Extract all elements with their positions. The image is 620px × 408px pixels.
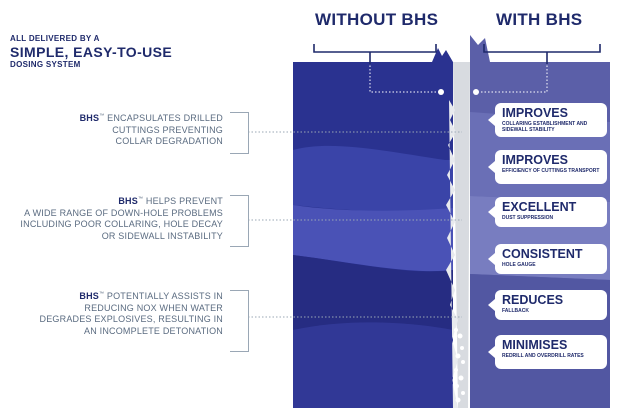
benefit-5-sub: FALLBACK — [502, 308, 529, 314]
without-bhs-header: WITHOUT BHS — [315, 10, 439, 29]
feature-2-tm: ™ — [137, 196, 144, 202]
benefit-2-sub: EFFICIENCY OF CUTTINGS TRANSPORT — [502, 168, 600, 174]
feature-1-tm: ™ — [99, 113, 105, 119]
benefit-5-pointer — [488, 299, 495, 311]
feature-2-line-2: A WIDE RANGE OF DOWN-HOLE PROBLEMS — [24, 207, 223, 218]
benefit-1-title: IMPROVES — [502, 106, 568, 120]
without-marker — [438, 89, 444, 95]
feature-2-line-1: HELPS PREVENT — [145, 196, 223, 206]
feature-3-tm: ™ — [98, 291, 105, 297]
intro-line-2: SIMPLE, EASY-TO-USE — [10, 44, 173, 60]
benefit-6-title: MINIMISES — [502, 338, 568, 352]
benefit-5: REDUCES FALLBACK — [495, 290, 607, 320]
feature-2: BHS™ HELPS PREVENT A WIDE RANGE OF DOWN-… — [20, 196, 223, 242]
intro-block: ALL DELIVERED BY A SIMPLE, EASY-TO-USE D… — [10, 34, 190, 70]
feature-connectors — [248, 131, 462, 318]
header-connectors — [369, 62, 548, 93]
feature-2-brand: BHS — [118, 196, 138, 206]
benefit-2-title: IMPROVES — [502, 153, 568, 167]
benefit-3-title: EXCELLENT — [502, 200, 577, 214]
benefit-1: IMPROVES COLLARING ESTABLISHMENT AND SID… — [495, 103, 607, 137]
fallback-rubble — [453, 328, 465, 403]
benefit-2: IMPROVES EFFICIENCY OF CUTTINGS TRANSPOR… — [495, 150, 607, 184]
with-marker — [473, 89, 479, 95]
feature-3-line-4: AN INCOMPLETE DETONATION — [84, 325, 223, 336]
benefit-3-sub: DUST SUPPRESSION — [502, 215, 554, 221]
header-brackets — [313, 44, 601, 64]
without-bhs-collar — [432, 48, 453, 62]
without-bhs-layer-3 — [293, 205, 453, 272]
benefit-1-pointer — [488, 114, 495, 126]
feature-1-bracket — [230, 112, 249, 154]
feature-3-line-3: DEGRADES EXPLOSIVES, RESULTING IN — [39, 314, 223, 324]
benefit-6-pointer — [488, 346, 495, 358]
feature-1: BHS™ ENCAPSULATES DRILLED CUTTINGS PREVE… — [80, 113, 223, 148]
feature-3-brand: BHS — [79, 291, 99, 301]
feature-3-line-2: REDUCING NOX WHEN WATER — [84, 302, 223, 313]
feature-3: BHS™ POTENTIALLY ASSISTS IN REDUCING NOX… — [40, 291, 223, 337]
feature-1-brand: BHS — [79, 113, 100, 123]
benefit-6-sub: REDRILL AND OVERDRILL RATES — [502, 353, 584, 359]
feature-1-line-3: COLLAR DEGRADATION — [115, 136, 223, 146]
feature-2-bracket — [230, 195, 249, 247]
feature-1-line-2: CUTTINGS PREVENTING — [112, 124, 223, 135]
with-bhs-header: WITH BHS — [496, 10, 583, 29]
feature-3-line-1: POTENTIALLY ASSISTS IN — [106, 291, 223, 301]
hole-wall-rough — [446, 100, 458, 408]
with-bhs-collar — [470, 35, 490, 62]
benefit-3: EXCELLENT DUST SUPPRESSION — [495, 197, 607, 227]
benefit-4: CONSISTENT HOLE GAUGE — [495, 244, 607, 274]
benefit-1-sub: COLLARING ESTABLISHMENT AND SIDEWALL STA… — [502, 121, 588, 133]
benefit-5-title: REDUCES — [502, 293, 564, 307]
benefit-4-pointer — [488, 253, 495, 265]
benefit-4-sub: HOLE GAUGE — [502, 262, 536, 268]
intro-line-1: ALL DELIVERED BY A — [10, 34, 100, 43]
without-bhs-layer-5 — [293, 322, 453, 408]
benefit-4-title: CONSISTENT — [502, 247, 583, 261]
benefit-6: MINIMISES REDRILL AND OVERDRILL RATES — [495, 335, 607, 369]
feature-1-line-1: ENCAPSULATES DRILLED — [107, 113, 223, 123]
feature-2-line-3: INCLUDING POOR COLLARING, HOLE DECAY — [20, 219, 223, 229]
feature-3-bracket — [230, 290, 249, 352]
feature-2-line-4: OR SIDEWALL INSTABILITY — [101, 230, 223, 241]
intro-line-3: DOSING SYSTEM — [10, 60, 81, 69]
benefit-3-pointer — [488, 206, 495, 218]
without-bhs-layer-2 — [293, 145, 453, 212]
benefit-2-pointer — [488, 161, 495, 173]
